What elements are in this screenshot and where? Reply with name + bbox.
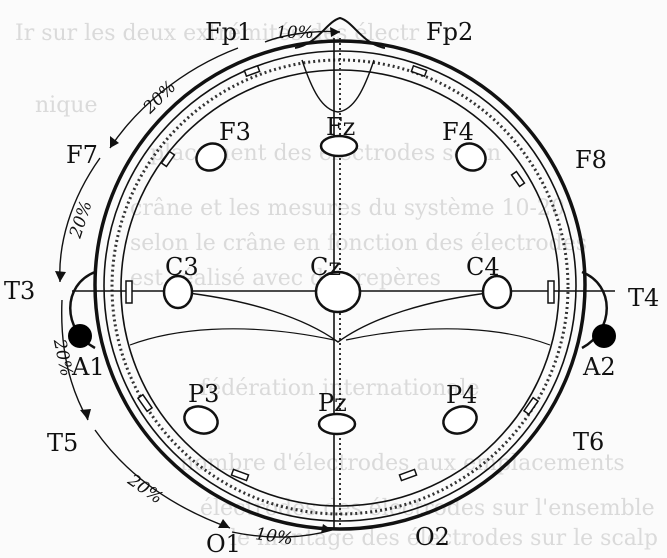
label-f7: F7 <box>66 141 98 169</box>
label-t5: T5 <box>47 429 78 457</box>
label-c4: C4 <box>466 253 500 281</box>
arrowhead <box>55 271 66 282</box>
label-a2: A2 <box>582 353 616 381</box>
label-pz: Pz <box>318 389 347 417</box>
t5-marker <box>136 393 154 413</box>
label-a1: A1 <box>71 353 105 381</box>
bg-text-line: crâne et les mesures du système 10-20 <box>130 196 565 221</box>
label-t4: T4 <box>628 284 659 312</box>
pct-top: 10% <box>276 23 314 43</box>
label-o2: O2 <box>415 523 450 551</box>
background-text: Ir sur les deux extrémités des électr ni… <box>15 21 658 551</box>
arrowhead <box>218 519 230 528</box>
label-fp2: Fp2 <box>426 18 473 46</box>
arc-upper-left <box>109 47 239 149</box>
label-p4: P4 <box>446 381 477 409</box>
right-ear <box>581 270 608 350</box>
o1-marker <box>230 468 250 482</box>
arc-bottom-left <box>94 429 231 529</box>
arc-mid-left <box>59 157 101 283</box>
label-cz: Cz <box>310 253 341 281</box>
t3-marker <box>125 280 133 304</box>
label-f4: F4 <box>442 118 474 146</box>
electrode-fz <box>319 134 359 158</box>
electrode-f4 <box>455 142 487 172</box>
central-bracket <box>179 291 497 343</box>
electrode-cz <box>314 270 362 314</box>
label-f8: F8 <box>575 146 607 174</box>
lateral-bracket-left <box>129 328 335 346</box>
lateral-bracket-right <box>345 328 551 346</box>
label-t6: T6 <box>573 428 604 456</box>
fp2-marker <box>410 64 428 78</box>
t4-marker <box>547 280 555 304</box>
electrode-a1-dot <box>68 324 92 348</box>
fp1-marker <box>243 64 261 78</box>
pct-mid-left: 20% <box>66 198 97 241</box>
electrode-pz <box>317 412 357 436</box>
label-p3: P3 <box>188 380 219 408</box>
electrode-c4 <box>481 274 513 310</box>
electrode-p4 <box>442 405 478 435</box>
arrowhead <box>330 27 340 37</box>
label-fz: Fz <box>326 113 355 141</box>
bg-text-line: nombre d'électrodes aux emplacements <box>180 451 625 476</box>
label-o1: O1 <box>206 530 241 558</box>
nose <box>294 16 386 49</box>
electrode-f3 <box>195 142 227 172</box>
arrowhead <box>110 136 119 148</box>
bg-text-line: le montage des électrodes sur le scalp <box>230 526 658 551</box>
pct-bottom-left: 20% <box>123 470 166 509</box>
t6-marker <box>522 396 540 416</box>
bg-text-line: nique <box>35 93 97 118</box>
head-outline-skull <box>103 50 577 522</box>
arc-arrowheads <box>55 27 340 533</box>
arrowhead <box>80 409 91 420</box>
label-t3: T3 <box>4 277 35 305</box>
f8-marker <box>510 170 526 188</box>
label-c3: C3 <box>165 253 199 281</box>
electrode-c3 <box>162 274 194 310</box>
bg-text-line: selon le crâne en fonction des électrode… <box>130 231 587 256</box>
label-fp1: Fp1 <box>205 18 252 46</box>
electrode-p3 <box>183 405 219 435</box>
label-f3: F3 <box>219 118 251 146</box>
arc-lower-left <box>61 299 89 421</box>
f7-marker <box>160 150 176 168</box>
arrowhead <box>321 524 332 533</box>
electrode-a2-dot <box>592 324 616 348</box>
frontal-arch <box>301 59 375 113</box>
bg-text-line: électrodes des électrodes sur l'ensemble <box>200 496 655 521</box>
o2-marker <box>398 468 418 482</box>
head-outline-outer <box>93 39 587 531</box>
